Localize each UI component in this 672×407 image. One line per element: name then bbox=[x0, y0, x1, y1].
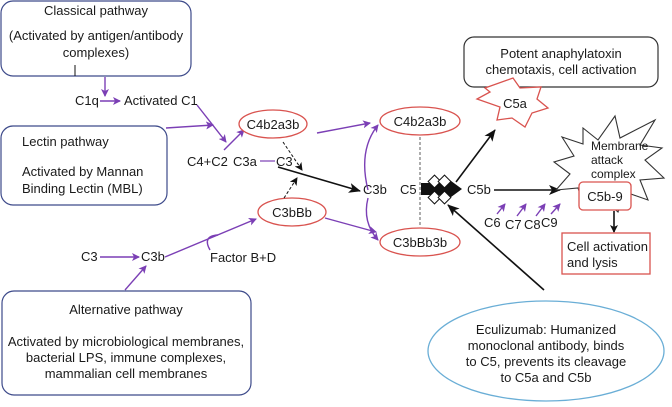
c3bbb-node: C3bBb bbox=[257, 197, 327, 227]
c4c2-to-c4b2a3b-arrow bbox=[223, 129, 245, 151]
c5b9-label: C5b-9 bbox=[587, 189, 622, 204]
c5b-label: C5b bbox=[467, 182, 491, 197]
c8-label: C8 bbox=[524, 217, 541, 232]
classical-line1: (Activated by antigen/antibody bbox=[9, 28, 184, 43]
c3b-alt-label: C3b bbox=[141, 249, 165, 264]
c3bbb3b-label: C3bBb3b bbox=[393, 235, 447, 250]
c5b9-node: C5b-9 bbox=[578, 181, 632, 211]
alternative-line1: Activated by microbiological membranes, bbox=[8, 334, 244, 349]
c5a-node: C5a bbox=[475, 77, 550, 128]
classical-title: Classical pathway bbox=[44, 3, 149, 18]
c5-to-c5a-arrow bbox=[455, 129, 496, 183]
alternative-line2: bacterial LPS, immune complexes, bbox=[26, 350, 226, 365]
c4b2a3b-right-node: C4b2a3b bbox=[379, 106, 461, 136]
c6-label: C6 bbox=[484, 215, 501, 230]
mac-line1: Membrane bbox=[591, 139, 649, 153]
eculizumab-block-icon bbox=[427, 174, 452, 205]
lysis-line1: Cell activation bbox=[567, 239, 648, 254]
c8-arrow bbox=[535, 203, 546, 217]
lectin-line1: Activated by Mannan bbox=[22, 164, 143, 179]
c5-label: C5 bbox=[400, 182, 417, 197]
factor-bd-label: Factor B+D bbox=[210, 250, 276, 265]
eculizumab-line4: to C5a and C5b bbox=[500, 370, 591, 385]
mac-line3: complex bbox=[591, 167, 636, 181]
anaphylatoxin-line2: chemotaxis, cell activation bbox=[485, 62, 636, 77]
alternative-to-c3b-arrow bbox=[124, 265, 147, 291]
factor-bd-hook bbox=[206, 234, 219, 251]
lectin-pathway-box: Lectin pathway Activated by Mannan Bindi… bbox=[0, 125, 168, 206]
alternative-pathway-box: Alternative pathway Activated by microbi… bbox=[1, 290, 252, 396]
c3bbb-label: C3bBb bbox=[272, 205, 312, 220]
c3bbb-catalyzes-arrow bbox=[283, 177, 298, 199]
anaphylatoxin-line1: Potent anaphylatoxin bbox=[500, 46, 621, 61]
anaphylatoxin-box: Potent anaphylatoxin chemotaxis, cell ac… bbox=[463, 36, 659, 88]
c3b-to-c3bbb3b-curve bbox=[365, 197, 379, 241]
activated-c1-to-c4c2-arrow bbox=[196, 104, 227, 143]
alternative-title: Alternative pathway bbox=[69, 302, 183, 317]
c3b-to-c4b2a3b-curve bbox=[363, 124, 379, 191]
lysis-line2: and lysis bbox=[567, 255, 618, 270]
lectin-title: Lectin pathway bbox=[22, 134, 109, 149]
lectin-to-c4c2-arrow bbox=[165, 121, 214, 130]
eculizumab-line1: Eculizumab: Humanized bbox=[476, 322, 616, 337]
c4c2-label: C4+C2 bbox=[187, 154, 228, 169]
eculizumab-to-c5-arrow bbox=[447, 204, 545, 291]
c4b2a3b-catalyzes-arrow bbox=[282, 141, 303, 171]
mac-line2: attack bbox=[591, 153, 624, 167]
eculizumab-ellipse: Eculizumab: Humanized monoclonal antibod… bbox=[427, 300, 665, 402]
c4b2a3b-to-right-arrow bbox=[316, 120, 371, 134]
c5a-label: C5a bbox=[503, 96, 528, 111]
c3-cleavage-arrow bbox=[277, 166, 361, 193]
classical-line2: complexes) bbox=[63, 45, 129, 60]
c7-arrow bbox=[516, 203, 527, 217]
c4b2a3b-right-label: C4b2a3b bbox=[394, 114, 447, 129]
c7-label: C7 bbox=[505, 217, 522, 232]
c3a-label: C3a bbox=[233, 154, 258, 169]
lectin-line2: Binding Lectin (MBL) bbox=[22, 181, 143, 196]
c3b-to-c3bbb-arrow bbox=[164, 218, 257, 258]
classical-pathway-box: Classical pathway (Activated by antigen/… bbox=[0, 0, 192, 77]
c3-alt-label: C3 bbox=[81, 249, 98, 264]
c3bbb3b-node: C3bBb3b bbox=[379, 227, 461, 257]
alternative-line3: mammalian cell membranes bbox=[45, 366, 208, 381]
c4b2a3b-left-node: C4b2a3b bbox=[238, 109, 308, 139]
c9-label: C9 bbox=[541, 215, 558, 230]
c3bbb-to-c3bbb3b-arrow bbox=[324, 217, 377, 235]
c3-top-label: C3 bbox=[276, 154, 293, 169]
c9-arrow bbox=[550, 203, 561, 215]
c1q-label: C1q bbox=[75, 93, 99, 108]
lysis-box: Cell activation and lysis bbox=[561, 232, 651, 275]
eculizumab-line3: to C5, prevents its cleavage bbox=[466, 354, 626, 369]
c6-arrow bbox=[496, 203, 506, 215]
activated-c1-label: Activated C1 bbox=[124, 93, 198, 108]
c4b2a3b-left-label: C4b2a3b bbox=[247, 117, 300, 132]
eculizumab-line2: monoclonal antibody, binds bbox=[468, 338, 625, 353]
c3b-mid-label: C3b bbox=[363, 182, 387, 197]
